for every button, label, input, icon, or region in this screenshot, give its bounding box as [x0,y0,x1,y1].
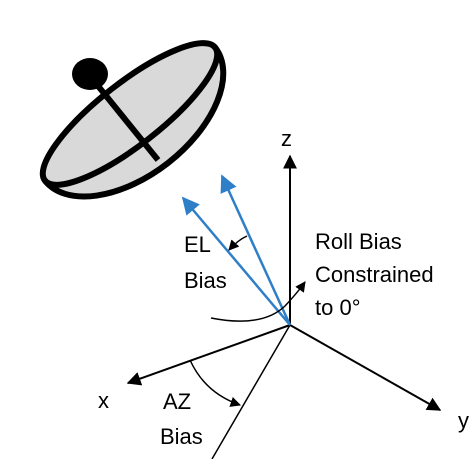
feed-horn [72,58,108,90]
y-axis-label: y [458,408,469,433]
roll-bias-arc [210,281,306,322]
boresight-vector-nominal [181,196,291,326]
dish-rim [39,40,221,188]
el-bias-label-line1: EL [184,232,211,257]
el-bias-arc [228,235,248,251]
y-axis [289,324,442,411]
az-bias-arc [189,359,241,407]
az-reference-line [211,324,291,459]
el-bias-label-line2: Bias [184,268,227,293]
roll-bias-label-line1: Roll Bias [315,229,402,254]
az-bias-label-line1: AZ [163,389,192,414]
satellite-dish-icon [39,40,227,200]
x-axis [126,324,291,386]
x-axis-label: x [98,388,109,413]
roll-bias-label-line2: Constrained [315,262,434,287]
roll-bias-label-line3: to 0° [315,295,361,320]
feed-arm [87,74,161,162]
boresight-vector-biased [220,174,292,326]
az-bias-label-line2: Bias [160,424,203,449]
z-axis-label: z [281,126,292,151]
